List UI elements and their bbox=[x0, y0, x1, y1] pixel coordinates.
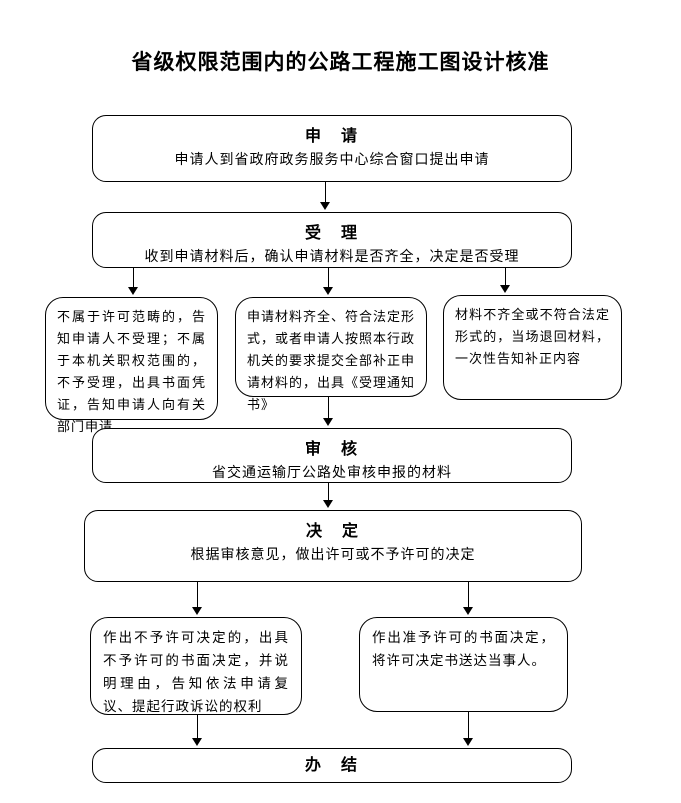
node-decide: 决 定 根据审核意见，做出许可或不予许可的决定 bbox=[84, 510, 582, 582]
arrow-review-to-decide bbox=[323, 483, 334, 508]
node-outcome-deny-body: 作出不予许可决定的，出具不予许可的书面决定，并说明理由，告知依法申请复议、提起行… bbox=[103, 630, 289, 715]
node-apply-body: 申请人到省政府政务服务中心综合窗口提出申请 bbox=[174, 152, 490, 168]
node-branch-incomplete: 材料不齐全或不符合法定形式的，当场退回材料，一次性告知补正内容 bbox=[443, 295, 622, 400]
node-review-heading: 审 核 bbox=[304, 439, 359, 458]
node-accept-heading: 受 理 bbox=[304, 223, 359, 242]
node-review-body: 省交通运输厅公路处审核申报的材料 bbox=[212, 465, 452, 481]
node-accept-body: 收到申请材料后，确认申请材料是否齐全，决定是否受理 bbox=[144, 249, 520, 265]
node-done-heading: 办 结 bbox=[304, 755, 359, 774]
node-outcome-grant: 作出准予许可的书面决定，将许可决定书送达当事人。 bbox=[359, 617, 568, 712]
arrow-accept-to-complete bbox=[323, 268, 334, 295]
node-review: 审 核 省交通运输厅公路处审核申报的材料 bbox=[92, 428, 572, 483]
arrow-decide-to-deny bbox=[192, 582, 203, 615]
node-branch-complete: 申请材料齐全、符合法定形式，或者申请人按照本行政机关的要求提交全部补正申请材料的… bbox=[235, 297, 427, 413]
node-done: 办 结 bbox=[92, 748, 572, 783]
node-branch-not-in-scope-body: 不属于许可范畴的，告知申请人不受理；不属于本机关职权范围的，不予受理，出具书面凭… bbox=[57, 310, 206, 435]
node-decide-body: 根据审核意见，做出许可或不予许可的决定 bbox=[190, 547, 476, 563]
page-title: 省级权限范围内的公路工程施工图设计核准 bbox=[131, 49, 550, 74]
arrow-accept-to-not-in-scope bbox=[128, 268, 139, 295]
arrow-complete-to-review bbox=[323, 397, 334, 426]
node-outcome-grant-body: 作出准予许可的书面决定，将许可决定书送达当事人。 bbox=[372, 630, 555, 669]
arrow-apply-to-accept bbox=[320, 182, 331, 210]
node-branch-incomplete-body: 材料不齐全或不符合法定形式的，当场退回材料，一次性告知补正内容 bbox=[455, 308, 610, 367]
node-decide-heading: 决 定 bbox=[305, 521, 360, 540]
arrow-decide-to-grant bbox=[463, 582, 474, 615]
arrow-grant-to-done bbox=[463, 712, 474, 746]
node-apply-heading: 申 请 bbox=[304, 126, 359, 145]
node-apply: 申 请 申请人到省政府政务服务中心综合窗口提出申请 bbox=[92, 115, 572, 182]
node-branch-not-in-scope: 不属于许可范畴的，告知申请人不受理；不属于本机关职权范围的，不予受理，出具书面凭… bbox=[45, 297, 218, 435]
node-branch-complete-body: 申请材料齐全、符合法定形式，或者申请人按照本行政机关的要求提交全部补正申请材料的… bbox=[247, 310, 416, 413]
arrow-accept-to-incomplete bbox=[500, 268, 511, 293]
node-accept: 受 理 收到申请材料后，确认申请材料是否齐全，决定是否受理 bbox=[92, 212, 572, 268]
arrow-deny-to-done bbox=[192, 715, 203, 746]
node-outcome-deny: 作出不予许可决定的，出具不予许可的书面决定，并说明理由，告知依法申请复议、提起行… bbox=[90, 617, 302, 715]
